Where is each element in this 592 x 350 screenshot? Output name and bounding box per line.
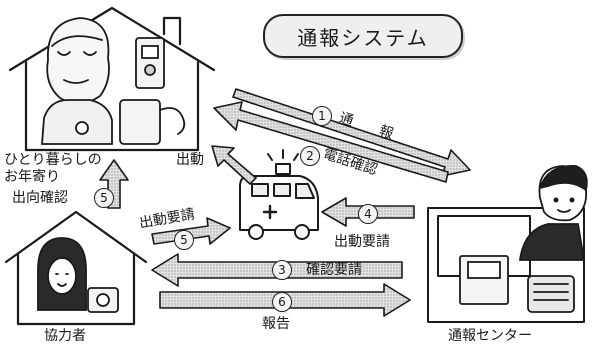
emergency-phone-icon — [119, 37, 186, 145]
cooperator-person-icon — [37, 237, 119, 313]
step-label-4: 出動要請 — [334, 234, 390, 250]
elderly-house — [8, 6, 216, 152]
step-number-5a: 5 — [174, 230, 194, 250]
step-number-3: 3 — [272, 260, 292, 280]
step-number-4: 4 — [358, 204, 378, 224]
step-number-6: 6 — [272, 292, 292, 312]
step-label-6: 報告 — [262, 316, 290, 332]
center-label: 通報センター — [448, 328, 532, 344]
elderly-label-line1: ひとり暮らしの — [4, 152, 102, 168]
dispatch-label: 出動 — [176, 152, 204, 168]
arrow-dispatch — [211, 145, 257, 185]
operator-icon — [518, 165, 588, 261]
step-label-5b: 出向確認 — [12, 190, 68, 206]
elderly-person-icon — [41, 17, 113, 145]
elderly-label-line2: お年寄り — [4, 169, 60, 185]
cooperator-label: 協力者 — [44, 328, 86, 344]
diagram-title: 通報システム — [297, 25, 429, 50]
cooperator-house — [4, 210, 148, 326]
title-badge: 通報システム — [263, 14, 463, 58]
step-label-3: 確認要請 — [306, 262, 362, 278]
center-equipment-icon — [459, 255, 575, 313]
arrow-step-1-report — [232, 88, 471, 177]
step-number-5b: 5 — [94, 188, 114, 208]
arrow-step-5-dispatch-request — [151, 217, 231, 245]
ambulance-icon — [239, 149, 319, 240]
step-number-1: 1 — [312, 106, 332, 126]
step-number-2: 2 — [300, 146, 320, 166]
arrow-step-2-phone-check — [213, 101, 449, 183]
arrow-step-5-visit-check — [99, 159, 129, 209]
